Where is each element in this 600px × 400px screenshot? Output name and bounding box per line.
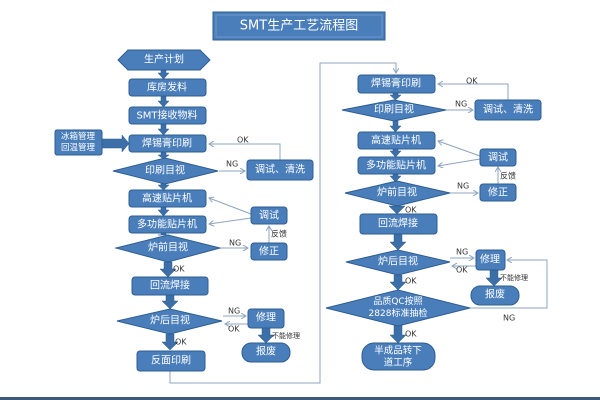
node-pre-oven-inspect-2: 炉前目视: [344, 180, 451, 207]
ok-label: OK: [466, 77, 478, 86]
ok-loop-line: [438, 84, 509, 100]
svg-text:多功能贴片机: 多功能贴片机: [137, 218, 197, 231]
debug-line: [209, 198, 252, 215]
svg-text:SMT接收物料: SMT接收物料: [136, 109, 197, 122]
ok-label: OK: [237, 136, 249, 145]
node-back-print: 反面印刷: [136, 350, 206, 372]
node-scrap: 报废: [241, 342, 291, 363]
node-paste-print: 焊锡膏印刷: [128, 134, 207, 153]
ok-label: OK: [228, 325, 240, 334]
node-debug-clean: 调试、清洗: [246, 159, 314, 181]
feedback-label: 反馈: [500, 171, 516, 181]
svg-text:生产计划: 生产计划: [144, 53, 184, 66]
svg-text:修理: 修理: [480, 253, 500, 266]
svg-text:半成品转下: 半成品转下: [374, 345, 422, 357]
ng-label: NG: [455, 100, 467, 109]
svg-text:2828标准抽检: 2828标准抽检: [369, 307, 428, 319]
debug-line: [438, 141, 481, 157]
node-debug-clean-2: 调试、清洗: [474, 99, 542, 121]
svg-text:炉后目视: 炉后目视: [378, 255, 418, 268]
svg-text:印刷目视: 印刷目视: [374, 103, 414, 116]
ng-label: NG: [226, 160, 238, 169]
bottom-strip: [0, 397, 600, 400]
page-title: SMT生产工艺流程图: [240, 19, 358, 34]
svg-text:调试: 调试: [259, 209, 279, 222]
svg-text:炉后目视: 炉后目视: [150, 314, 190, 327]
node-print-inspect: 印刷目视: [112, 157, 219, 185]
node-post-oven-inspect-2: 炉后目视: [345, 249, 451, 276]
back-print-link: [169, 62, 396, 384]
svg-text:高速贴片机: 高速贴片机: [142, 192, 192, 205]
ng-label: NG: [456, 248, 468, 257]
node-next-process: 半成品转下 道工序: [361, 342, 436, 371]
node-fridge-management: 冰箱管理 回温管理: [54, 129, 103, 156]
node-warehouse: 库房发料: [128, 78, 207, 97]
ng-label: NG: [228, 307, 240, 316]
svg-text:焊锡膏印刷: 焊锡膏印刷: [142, 137, 192, 150]
svg-text:修正: 修正: [259, 245, 279, 258]
node-production-plan: 生产计划: [117, 49, 211, 71]
debug-line: [209, 217, 252, 224]
node-reflow-2: 回流焊接: [359, 213, 438, 235]
ok-label: OK: [405, 206, 417, 215]
node-high-speed-mounter: 高速贴片机: [128, 189, 207, 208]
node-receive-material: SMT接收物料: [128, 106, 207, 125]
svg-text:炉前目视: 炉前目视: [148, 241, 188, 254]
svg-text:多功能贴片机: 多功能贴片机: [366, 159, 426, 172]
ok-label: OK: [405, 277, 417, 286]
svg-text:印刷目视: 印刷目视: [145, 164, 185, 177]
node-paste-print-2: 焊锡膏印刷: [357, 74, 436, 94]
svg-text:品质QC按照: 品质QC按照: [373, 295, 422, 307]
ok-label: OK: [173, 265, 185, 274]
svg-text:调试: 调试: [488, 151, 508, 164]
svg-text:回温管理: 回温管理: [61, 142, 96, 153]
node-high-speed-mounter-2: 高速贴片机: [357, 131, 436, 150]
svg-text:修正: 修正: [488, 186, 508, 199]
node-print-inspect-2: 印刷目视: [341, 99, 447, 122]
qc-ng-line: [470, 260, 548, 309]
svg-text:道工序: 道工序: [384, 357, 413, 369]
svg-text:调试、清洗: 调试、清洗: [483, 103, 533, 116]
svg-text:库房发料: 库房发料: [147, 81, 187, 94]
ok-loop-line: [209, 144, 281, 160]
node-qc-sampling: 品质QC按照 2828标准抽检: [325, 289, 471, 327]
ok-label: OK: [456, 266, 468, 275]
node-debug-2: 调试: [479, 148, 517, 167]
svg-text:修理: 修理: [256, 311, 276, 324]
svg-text:回流焊接: 回流焊接: [378, 217, 418, 230]
cannot-repair-label: 不能修理: [500, 273, 528, 282]
ok-label: OK: [175, 338, 187, 347]
svg-text:反面印刷: 反面印刷: [151, 355, 191, 367]
feedback-label: 反馈: [271, 229, 287, 239]
title-box: SMT生产工艺流程图: [212, 11, 386, 41]
svg-text:报废: 报废: [485, 288, 505, 301]
flow-arrows: [101, 69, 503, 351]
node-post-oven-inspect: 炉后目视: [116, 308, 223, 335]
svg-text:焊锡膏印刷: 焊锡膏印刷: [371, 77, 421, 90]
fridge-arrow: [101, 134, 130, 153]
node-correct-2: 修正: [479, 183, 517, 202]
svg-text:调试、清洗: 调试、清洗: [255, 163, 305, 176]
node-scrap-2: 报废: [470, 285, 520, 306]
node-pre-oven-inspect: 炉前目视: [114, 234, 222, 263]
svg-text:回流焊接: 回流焊接: [150, 279, 190, 292]
node-multi-function-mounter-2: 多功能贴片机: [357, 156, 436, 175]
svg-text:冰箱管理: 冰箱管理: [61, 131, 96, 142]
ok-label: OK: [405, 330, 417, 339]
svg-text:高速贴片机: 高速贴片机: [371, 134, 421, 147]
node-repair-2: 修理: [475, 249, 506, 271]
node-reflow: 回流焊接: [131, 276, 209, 296]
svg-text:炉前目视: 炉前目视: [377, 186, 417, 199]
node-correct: 修正: [250, 242, 288, 261]
node-multi-function-mounter: 多功能贴片机: [128, 215, 207, 234]
cannot-repair-label: 不能修理: [272, 331, 300, 340]
ng-label: NG: [457, 182, 469, 191]
node-debug: 调试: [250, 206, 288, 225]
node-repair: 修理: [247, 308, 285, 329]
debug-line: [438, 158, 481, 166]
ng-label: NG: [503, 314, 515, 323]
svg-text:报废: 报废: [256, 345, 276, 358]
ng-label: NG: [229, 239, 241, 248]
connectors: [169, 62, 548, 384]
